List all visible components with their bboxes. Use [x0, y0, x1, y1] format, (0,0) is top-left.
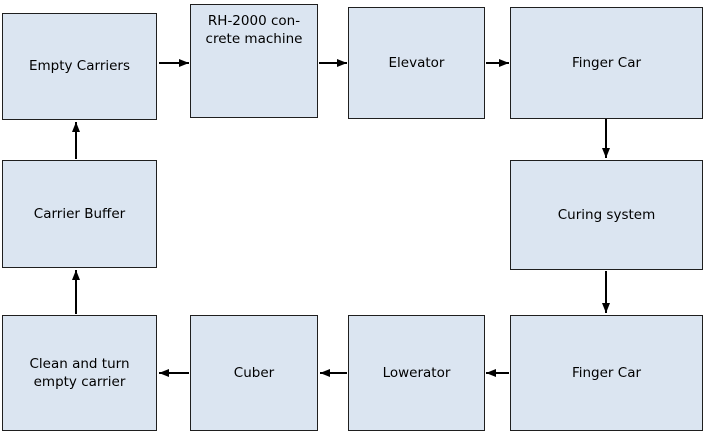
node-label: Cuber	[233, 364, 275, 381]
node-empty-carriers: Empty Carriers	[2, 13, 157, 120]
node-finger-car-bottom: Finger Car	[510, 315, 703, 431]
node-lowerator: Lowerator	[348, 315, 485, 431]
node-carrier-buffer: Carrier Buffer	[2, 160, 157, 268]
node-label: Carrier Buffer	[33, 205, 126, 222]
node-cuber: Cuber	[190, 315, 318, 431]
node-finger-car-top: Finger Car	[510, 7, 703, 119]
node-label: Finger Car	[571, 364, 642, 381]
node-label: Clean and turn empty carrier	[29, 355, 130, 390]
node-label: Empty Carriers	[28, 58, 131, 75]
node-elevator: Elevator	[348, 7, 485, 119]
node-label: Curing system	[557, 206, 656, 223]
node-label: RH-2000 con- crete machine	[205, 13, 303, 48]
node-curing-system: Curing system	[510, 160, 703, 270]
node-label: Finger Car	[571, 54, 642, 71]
node-label: Elevator	[388, 54, 445, 71]
node-concrete-machine: RH-2000 con- crete machine	[190, 4, 318, 118]
node-clean-and-turn: Clean and turn empty carrier	[2, 315, 157, 431]
node-label: Lowerator	[382, 364, 451, 381]
